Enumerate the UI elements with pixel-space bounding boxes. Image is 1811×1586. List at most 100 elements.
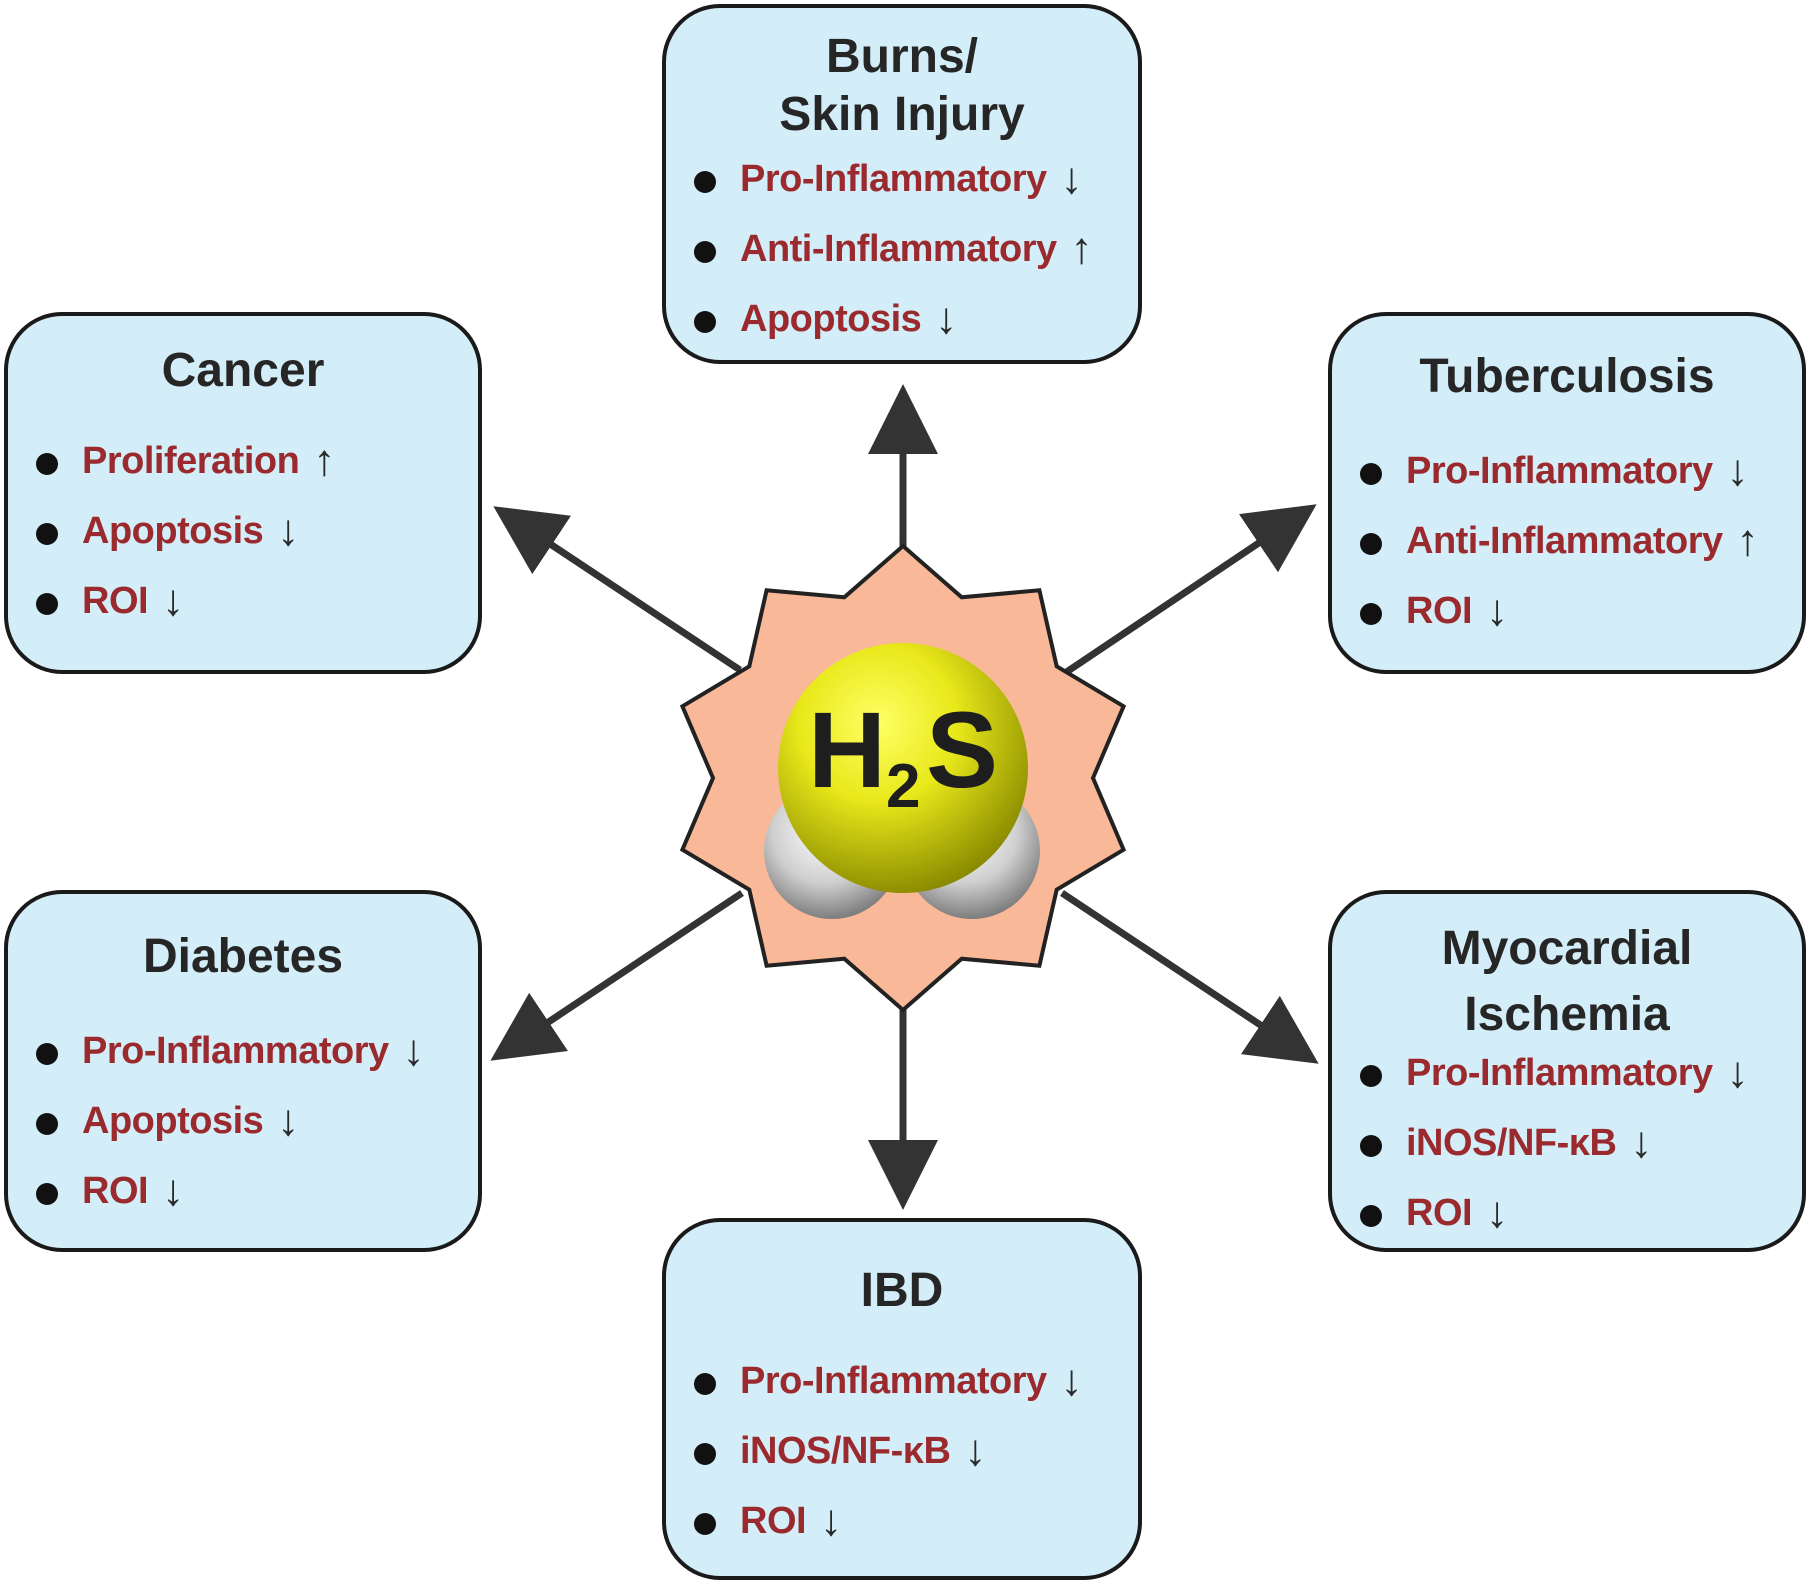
- box-diabetes: Diabetes Pro-Inflammatory ↓ Apoptosis ↓ ROI ↓: [4, 890, 482, 1252]
- bullet-icon: [694, 1513, 716, 1535]
- bullet-icon: [36, 1113, 58, 1135]
- arrow-down-icon: ↓: [162, 576, 185, 625]
- box-tuberculosis: Tuberculosis Pro-Inflammatory↓Anti-Infla…: [1328, 312, 1806, 674]
- effect-label: iNOS/NF-κB: [1406, 1121, 1617, 1164]
- arrow-up-icon: ↑: [1070, 224, 1093, 273]
- effect-label: ROI: [82, 579, 149, 622]
- effect-item: ROI ↓: [1332, 1178, 1802, 1248]
- arrow-down-icon: ↓: [162, 1166, 185, 1215]
- bullet-icon: [694, 1443, 716, 1465]
- bullet-icon: [1360, 533, 1382, 555]
- sulfur-atom: [778, 643, 1028, 893]
- arrow-down-icon: ↓: [1726, 1048, 1749, 1097]
- effect-label: Pro-Inflammatory: [82, 1029, 389, 1072]
- arrow-to-tuberculosis: [1060, 504, 1317, 678]
- arrow-up-icon: ↑: [313, 436, 336, 485]
- arrow-down-icon: ↓: [277, 1096, 300, 1145]
- box-burns-skin-injury: Burns/ Skin Injury Pro-Inflammatory↓Anti…: [662, 4, 1142, 364]
- effect-label: Anti-Inflammatory: [740, 227, 1057, 270]
- bullet-icon: [694, 311, 716, 333]
- effect-label: ROI: [1406, 1191, 1473, 1234]
- box-cancer: Cancer Proliferation ↑ Apoptosis↓ ROI ↓: [4, 312, 482, 674]
- arrow-down-icon: ↓: [1060, 1356, 1083, 1405]
- formula-s: S: [926, 689, 999, 810]
- bullet-icon: [1360, 1205, 1382, 1227]
- bullet-icon: [1360, 603, 1382, 625]
- box-title: Myocardial Ischemia: [1441, 922, 1693, 1041]
- effect-item: Apoptosis ↓: [8, 1086, 478, 1156]
- box-title: Diabetes: [142, 930, 344, 983]
- effect-label: Apoptosis: [740, 297, 922, 340]
- bullet-icon: [694, 1373, 716, 1395]
- bullet-icon: [36, 523, 58, 545]
- effect-item: Pro-Inflammatory ↓: [1332, 436, 1802, 506]
- effect-item: Pro-Inflammatory ↓: [8, 1016, 478, 1086]
- arrow-down-icon: ↓: [935, 294, 958, 343]
- effect-item: Pro-Inflammatory ↓: [1332, 1038, 1802, 1108]
- box-title: IBD: [860, 1264, 944, 1317]
- box-myocardial-ischemia: Myocardial Ischemia Pro-Inflammatory↓iNO…: [1328, 890, 1806, 1252]
- effect-item: Anti-Inflammatory ↑: [1332, 506, 1802, 576]
- arrow-down-icon: ↓: [964, 1426, 987, 1475]
- effect-list: Pro-Inflammatory ↓ Apoptosis ↓ ROI ↓: [8, 1016, 478, 1226]
- effect-list: Pro-Inflammatory↓Anti-Inflammatory↑ROI↓: [1332, 436, 1802, 646]
- bullet-icon: [36, 1043, 58, 1065]
- effect-list: Proliferation ↑ Apoptosis↓ ROI ↓: [8, 426, 478, 636]
- bullet-icon: [1360, 1135, 1382, 1157]
- box-title: Burns/ Skin Injury: [779, 30, 1025, 141]
- effect-label: Anti-Inflammatory: [1406, 519, 1723, 562]
- arrow-down-icon: ↓: [1060, 154, 1083, 203]
- arrow-down-icon: ↓: [402, 1026, 425, 1075]
- bullet-icon: [36, 1183, 58, 1205]
- bullet-icon: [1360, 1065, 1382, 1087]
- arrow-to-cancer: [493, 506, 742, 673]
- effect-label: ROI: [740, 1499, 807, 1542]
- bullet-icon: [1360, 463, 1382, 485]
- effect-label: ROI: [1406, 589, 1473, 632]
- effect-item: Proliferation ↑: [8, 426, 478, 496]
- formula-h: H: [808, 689, 886, 810]
- arrow-to-diabetes: [490, 890, 744, 1061]
- arrow-down-icon: ↓: [1486, 586, 1509, 635]
- effect-item: Pro-Inflammatory ↓: [666, 144, 1138, 214]
- arrow-to-myocardial: [1060, 890, 1319, 1064]
- effect-label: Pro-Inflammatory: [740, 1359, 1047, 1402]
- arrow-down-icon: ↓: [1486, 1188, 1509, 1237]
- effect-item: iNOS/NF-κB ↓: [1332, 1108, 1802, 1178]
- effect-item: ROI ↓: [8, 1156, 478, 1226]
- box-ibd: IBD Pro-Inflammatory ↓ iNOS/NF-κB ↓ ROI ↓: [662, 1218, 1142, 1580]
- effect-label: iNOS/NF-κB: [740, 1429, 951, 1472]
- effect-item: Pro-Inflammatory ↓: [666, 1346, 1138, 1416]
- box-title: Tuberculosis: [1419, 350, 1715, 403]
- effect-list: Pro-Inflammatory ↓ iNOS/NF-κB ↓ ROI ↓: [666, 1346, 1138, 1556]
- arrow-up-icon: ↑: [1736, 516, 1759, 565]
- arrow-down-icon: ↓: [1630, 1118, 1653, 1167]
- effect-label: Apoptosis: [82, 1099, 264, 1142]
- bullet-icon: [694, 241, 716, 263]
- arrow-down-icon: ↓: [1726, 446, 1749, 495]
- effect-label: Proliferation: [82, 439, 300, 482]
- effect-label: ROI: [82, 1169, 149, 1212]
- effect-label: Pro-Inflammatory: [1406, 449, 1713, 492]
- box-title: Cancer: [161, 344, 325, 397]
- effect-item: Apoptosis↓: [8, 496, 478, 566]
- effect-label: Pro-Inflammatory: [740, 157, 1047, 200]
- effect-list: Pro-Inflammatory ↓ iNOS/NF-κB ↓ ROI ↓: [1332, 1038, 1802, 1248]
- effect-item: iNOS/NF-κB ↓: [666, 1416, 1138, 1486]
- effect-item: Anti-Inflammatory ↑: [666, 214, 1138, 284]
- effect-item: Apoptosis ↓: [666, 284, 1138, 354]
- bullet-icon: [36, 453, 58, 475]
- arrow-down-icon: ↓: [277, 506, 300, 555]
- effect-item: ROI ↓: [666, 1486, 1138, 1556]
- arrow-down-icon: ↓: [820, 1496, 843, 1545]
- effect-item: ROI ↓: [8, 566, 478, 636]
- effect-label: Pro-Inflammatory: [1406, 1051, 1713, 1094]
- bullet-icon: [694, 171, 716, 193]
- bullet-icon: [36, 593, 58, 615]
- formula-subscript-2: 2: [886, 752, 921, 821]
- effect-list: Pro-Inflammatory↓Anti-Inflammatory↑Apopt…: [666, 144, 1138, 354]
- effect-item: ROI ↓: [1332, 576, 1802, 646]
- h2s-formula: H 2 S: [808, 690, 1008, 830]
